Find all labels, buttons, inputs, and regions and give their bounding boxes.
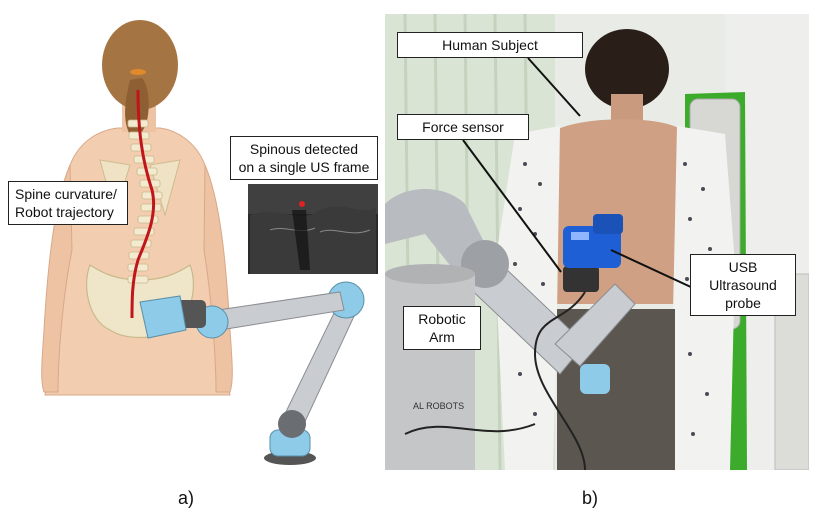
hair-tie [130,69,146,75]
spine-curvature-label: Spine curvature/ Robot trajectory [8,181,128,225]
usb-probe-line2: Ultrasound [709,277,777,293]
illustration-svg [41,20,378,465]
robot-arm-illustration [139,281,365,465]
ultrasound-frame-image [248,184,378,274]
usb-ultrasound-probe [563,214,623,268]
pointer-force-sensor [462,139,562,273]
panel-a-illustration: Spine curvature/ Robot trajectory Spinou… [0,0,384,523]
caption-b: b) [582,488,599,508]
subject-hair [585,29,669,109]
usb-probe-line1: USB [728,259,758,275]
human-subject-label: Human Subject [397,32,583,58]
photo-svg: AL ROBOTS [385,14,809,470]
usb-probe-label: USB Ultrasound probe [690,254,796,316]
robotic-arm-label: Robotic Arm [403,306,481,350]
us-label-line2: on a single US frame [238,159,370,175]
right-scapula [149,159,181,217]
spine-label-line2: Robot trajectory [15,204,114,220]
usb-probe-line3: probe [725,295,761,311]
panel-b-photo: AL ROBOTS Human Subject Force sensor Rob… [385,14,809,470]
robot-base-text: AL ROBOTS [413,401,464,411]
force-sensor [563,266,599,292]
pointer-human-subject [527,57,581,117]
robotic-arm-line2: Arm [429,329,455,345]
pointer-usb-probe [610,249,694,289]
robotic-arm-line1: Robotic [418,311,466,327]
head [102,20,178,110]
spine-trajectory-line [130,89,156,319]
us-label-line1: Spinous detected [249,141,359,157]
caption-a: a) [178,488,195,508]
spinous-detected-label: Spinous detected on a single US frame [230,136,378,180]
spine-label-line1: Spine curvature/ [15,186,117,202]
force-sensor-label: Force sensor [397,114,529,140]
